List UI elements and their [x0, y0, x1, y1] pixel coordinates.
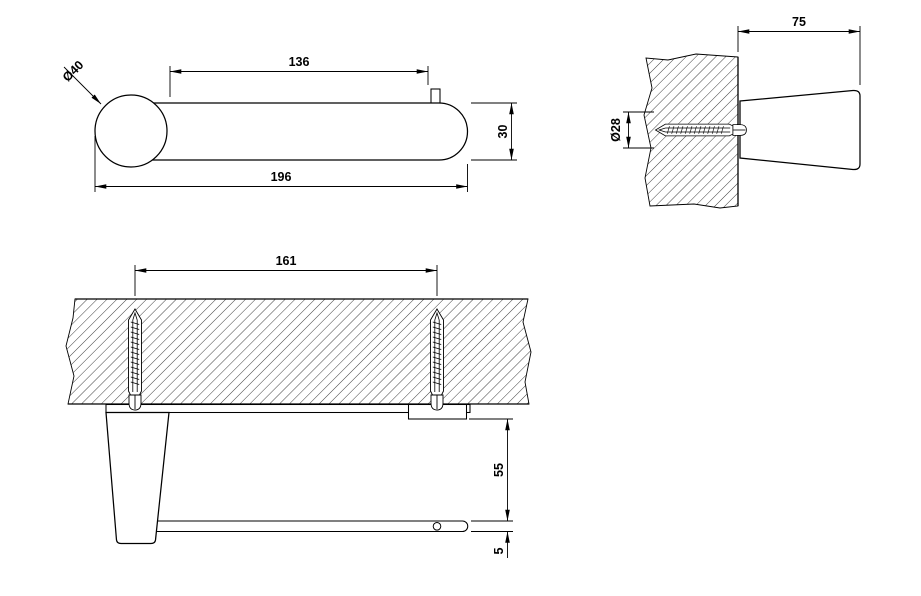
- hanger-pin: [430, 88, 441, 105]
- dim-base-diameter: Ø28: [609, 111, 654, 149]
- wall-screw-side: [655, 123, 747, 137]
- dim-label-5: 5: [492, 547, 506, 554]
- bracket-cone-side: [739, 89, 861, 171]
- dim-bar-thickness: 5: [471, 531, 513, 558]
- dim-total-length: 196: [94, 136, 468, 192]
- dim-label-d40: Ø40: [60, 58, 87, 85]
- dim-bar-height: 30: [471, 102, 517, 161]
- wall-screw-right: [430, 308, 444, 411]
- dim-projection-depth: 75: [737, 15, 861, 85]
- dim-label-196: 196: [271, 170, 292, 184]
- bracket-cone-section: [105, 411, 170, 545]
- wall-screw-left: [128, 308, 142, 411]
- dim-label-d28: Ø28: [609, 118, 623, 142]
- dim-knob-diameter: Ø40: [60, 58, 102, 105]
- dim-label-55: 55: [492, 463, 506, 477]
- dim-label-75: 75: [792, 15, 806, 29]
- dim-drop-height: 55: [469, 418, 513, 522]
- set-screw-hole: [432, 522, 442, 531]
- mounting-plate: [105, 403, 471, 414]
- dim-inner-length: 136: [169, 55, 429, 97]
- roll-bar: [149, 520, 469, 533]
- knob-circle: [94, 94, 168, 168]
- side-view: 75 Ø28: [609, 15, 861, 209]
- dim-label-161: 161: [276, 254, 297, 268]
- dim-label-136: 136: [289, 55, 310, 69]
- dim-label-30: 30: [496, 125, 510, 139]
- section-view: 161 55 5: [65, 254, 532, 558]
- dim-hole-spacing: 161: [134, 254, 438, 296]
- front-view: 136 Ø40 30 196: [60, 55, 517, 192]
- bar-outline: [149, 102, 469, 161]
